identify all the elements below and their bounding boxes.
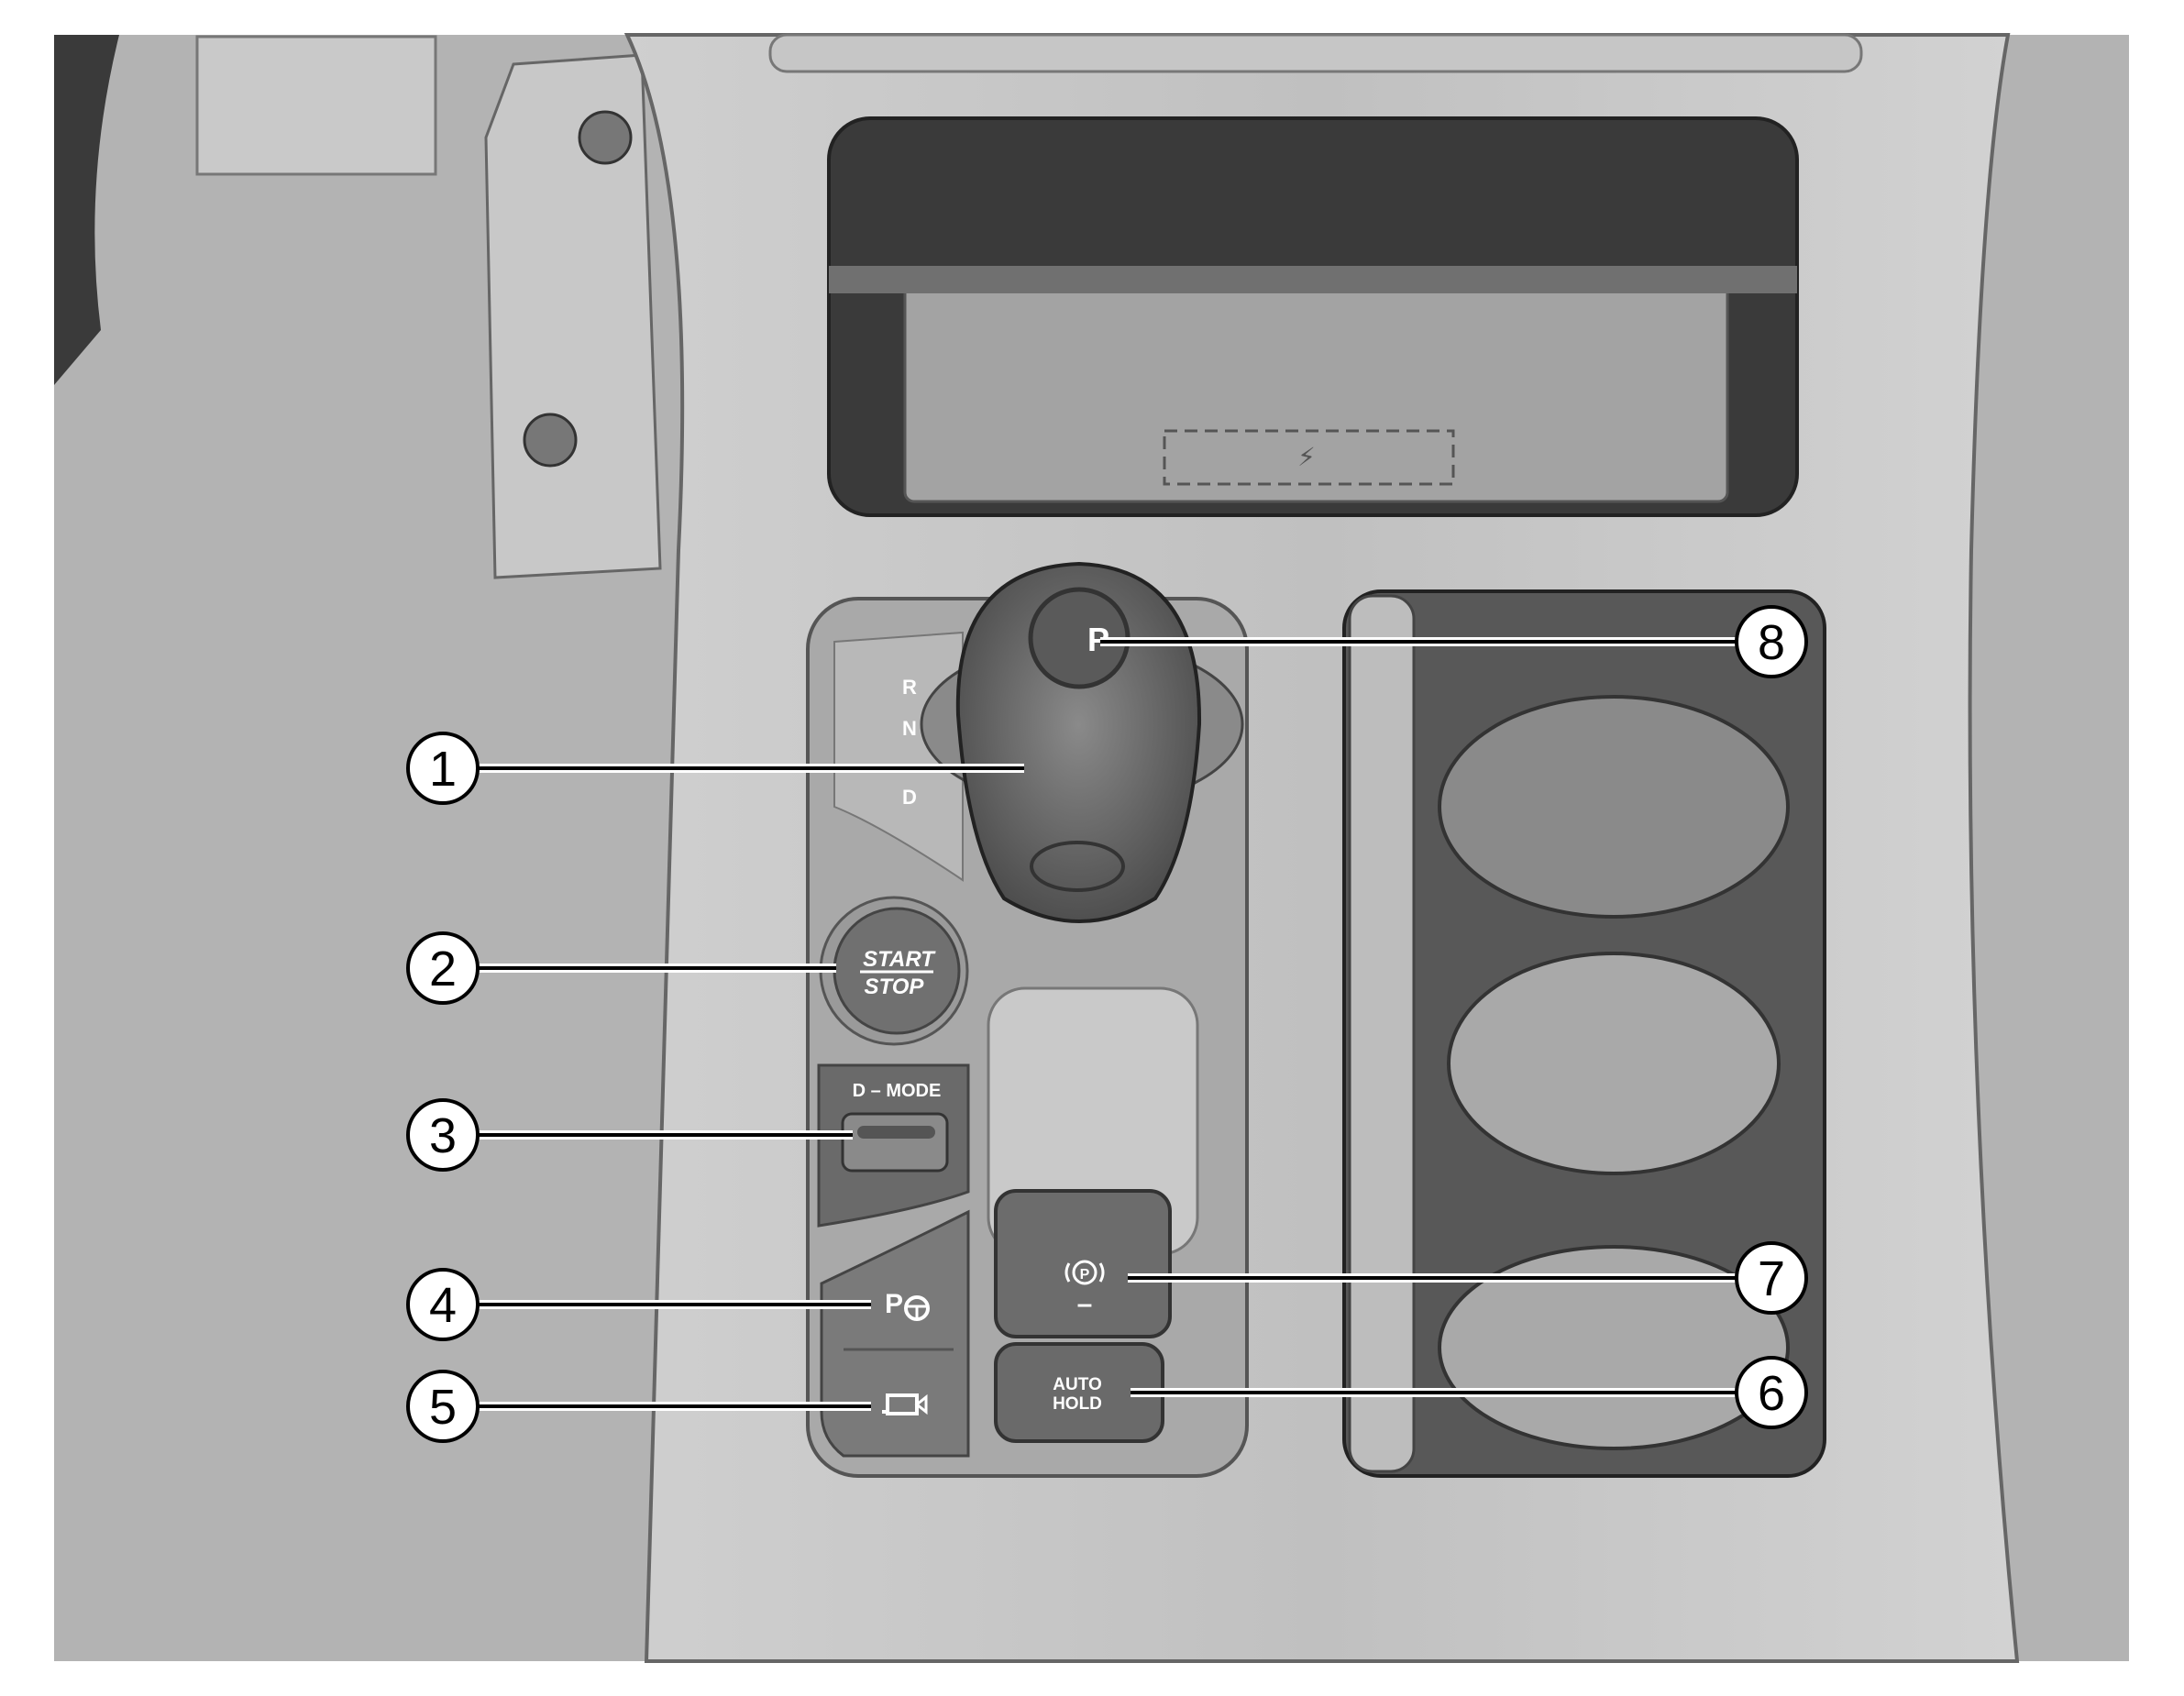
parking-brake-icon: P (1064, 1260, 1105, 1285)
wireless-charging-icon: ⚡ (1297, 442, 1316, 472)
callout-lines (477, 637, 1737, 1411)
park-assist-icon (904, 1295, 930, 1321)
callout-2: 2 (406, 931, 480, 1005)
callout-5: 5 (406, 1370, 480, 1443)
socket (523, 413, 578, 468)
camera-icon (882, 1393, 928, 1415)
epb-minus-label: – (1077, 1289, 1093, 1319)
socket (578, 110, 633, 165)
park-assist-letter: P (885, 1289, 903, 1319)
camera-button[interactable] (882, 1393, 928, 1415)
gear-position-n: N (902, 717, 917, 740)
top-vent (768, 33, 1863, 73)
tray-lip (829, 266, 1797, 293)
cupholder-front-bottom (1447, 952, 1781, 1175)
svg-text:8: 8 (1758, 615, 1785, 670)
svg-text:4: 4 (429, 1278, 457, 1333)
stop-label: STOP (865, 975, 925, 999)
parking-assist-button[interactable]: P (885, 1289, 930, 1321)
svg-text:P: P (1080, 1267, 1090, 1283)
cupholder-front (1438, 695, 1790, 919)
auto-hold-label-line1: AUTO (1053, 1375, 1101, 1394)
gear-position-r: R (902, 676, 917, 699)
wireless-charging-pad (1163, 429, 1455, 486)
drive-mode-label: D – MODE (853, 1081, 942, 1101)
cupholder-rear (1438, 1245, 1790, 1450)
callout-6: 6 (1735, 1356, 1808, 1429)
drive-mode-wheel[interactable] (841, 1112, 949, 1173)
callout-3: 3 (406, 1098, 480, 1172)
steering-wheel (54, 35, 119, 385)
svg-text:1: 1 (429, 742, 457, 797)
knob-logo (1030, 841, 1125, 892)
gear-position-d: D (902, 786, 917, 809)
tray-floor (903, 270, 1729, 503)
callout-4: 4 (406, 1268, 480, 1341)
svg-text:5: 5 (429, 1380, 457, 1435)
svg-text:2: 2 (429, 942, 457, 997)
callout-1: 1 (406, 732, 480, 805)
auto-hold-label-line2: HOLD (1053, 1394, 1102, 1414)
callout-8: 8 (1735, 605, 1808, 678)
callout-7: 7 (1735, 1241, 1808, 1315)
electronic-parking-brake-switch[interactable] (994, 1189, 1172, 1338)
svg-text:6: 6 (1758, 1366, 1785, 1421)
svg-text:3: 3 (429, 1108, 457, 1163)
shift-knob[interactable] (955, 561, 1202, 923)
side-panel (484, 53, 662, 579)
assist-button-panel (820, 1209, 970, 1458)
wheel-ridge (857, 1126, 935, 1139)
pedal (195, 35, 437, 176)
start-label: START (863, 947, 936, 972)
cupholder-lid-edge (1348, 594, 1416, 1473)
svg-text:7: 7 (1758, 1251, 1785, 1306)
